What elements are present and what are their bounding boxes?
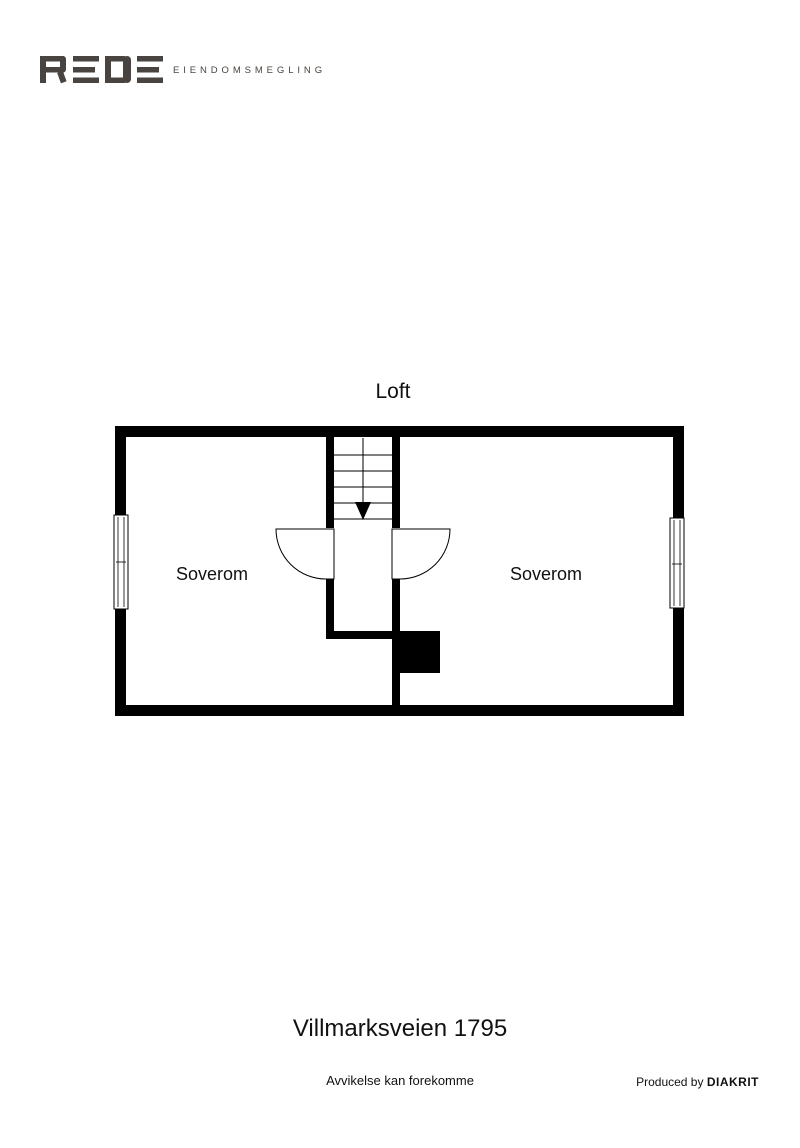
disclaimer-text: Avvikelse kan forekomme <box>326 1073 474 1088</box>
produced-by: Produced by DIAKRIT <box>636 1075 759 1089</box>
door-left <box>275 528 335 580</box>
diakrit-brand: DIAKRIT <box>706 1075 759 1089</box>
stair-direction-arrow-icon <box>355 502 371 520</box>
chimney-block <box>392 631 440 673</box>
door-right <box>391 528 451 580</box>
room-label-soverom-left: Soverom <box>176 564 249 584</box>
stair-walls <box>326 435 400 709</box>
room-label-soverom-right: Soverom <box>510 564 583 584</box>
property-address: Villmarksveien 1795 <box>292 1015 508 1042</box>
produced-by-prefix: Produced by <box>636 1075 704 1089</box>
logo-tagline: EIENDOMSMEGLING <box>173 65 326 76</box>
window-right <box>669 517 685 609</box>
rede-wordmark-logo <box>40 56 163 84</box>
window-left <box>113 514 129 610</box>
rede-logo: EIENDOMSMEGLING <box>40 56 330 86</box>
floor-title: Loft <box>375 380 411 403</box>
